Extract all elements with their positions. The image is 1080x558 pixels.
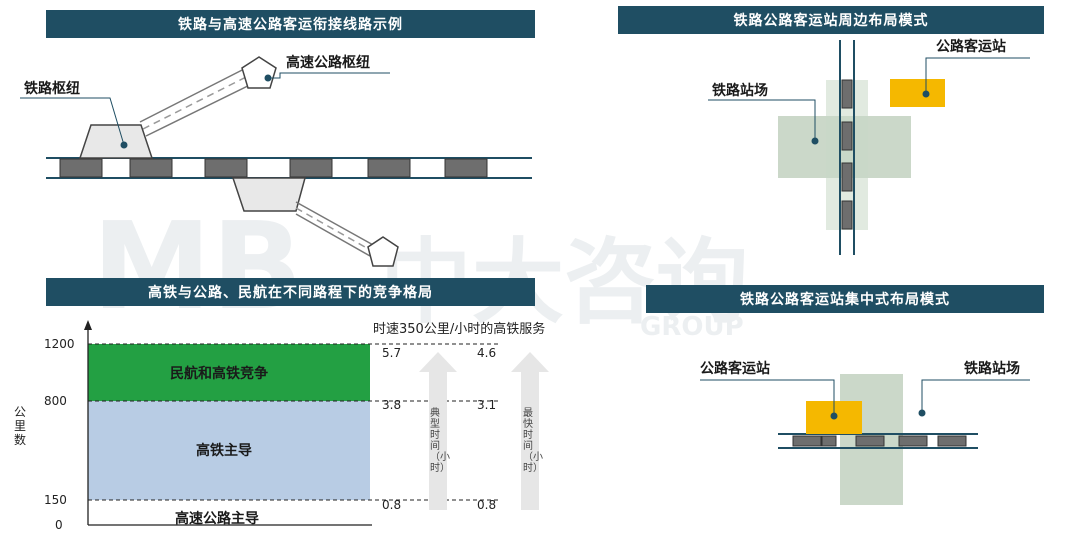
label-highway-hub: 高速公路枢纽: [286, 55, 370, 71]
watermark-en: GROUP: [640, 312, 744, 342]
p2-label-highway-station: 公路客运站: [936, 39, 1006, 55]
p2-label-rail-yard: 铁路站场: [712, 83, 768, 99]
zone-mid-label: 高铁主导: [196, 443, 252, 459]
track-blocks: [59, 158, 488, 178]
typical-time-label: 典型时间（小时）: [430, 408, 450, 474]
highway-station-block: [890, 79, 945, 107]
fastest-4-6: 4.6: [477, 346, 497, 360]
zone-bottom-label: 高速公路主导: [175, 511, 259, 527]
watermark-logo: MB: [92, 198, 303, 337]
y-tick-1200: 1200: [44, 337, 75, 351]
fastest-3-1: 3.1: [477, 398, 497, 412]
y-axis-label: 公里数: [14, 405, 27, 447]
label-rail-hub: 铁路枢纽: [24, 81, 80, 97]
panel2-title: 铁路公路客运站周边布局模式: [618, 6, 1044, 34]
panel1-title: 铁路与高速公路客运衔接线路示例: [46, 10, 535, 38]
typical-5-7: 5.7: [382, 346, 402, 360]
typical-0-8: 0.8: [382, 498, 402, 512]
zone-air-rail: [88, 344, 370, 401]
zone-top-label: 民航和高铁竞争: [170, 366, 268, 382]
panel4-title: 铁路公路客运站集中式布局模式: [646, 285, 1044, 313]
y-tick-150: 150: [44, 493, 67, 507]
typical-3-8: 3.8: [382, 398, 402, 412]
p4-label-highway-station: 公路客运站: [700, 361, 770, 377]
panel3-title: 高铁与公路、民航在不同路程下的竞争格局: [46, 278, 535, 306]
service-note: 时速350公里/小时的高铁服务: [373, 322, 546, 337]
p4-label-rail-yard: 铁路站场: [964, 361, 1020, 377]
y-tick-800: 800: [44, 394, 67, 408]
fastest-time-label: 最快时间（小时）: [523, 408, 543, 474]
y-tick-0: 0: [55, 518, 63, 532]
zone-hsr: [88, 401, 370, 500]
fastest-0-8: 0.8: [477, 498, 497, 512]
